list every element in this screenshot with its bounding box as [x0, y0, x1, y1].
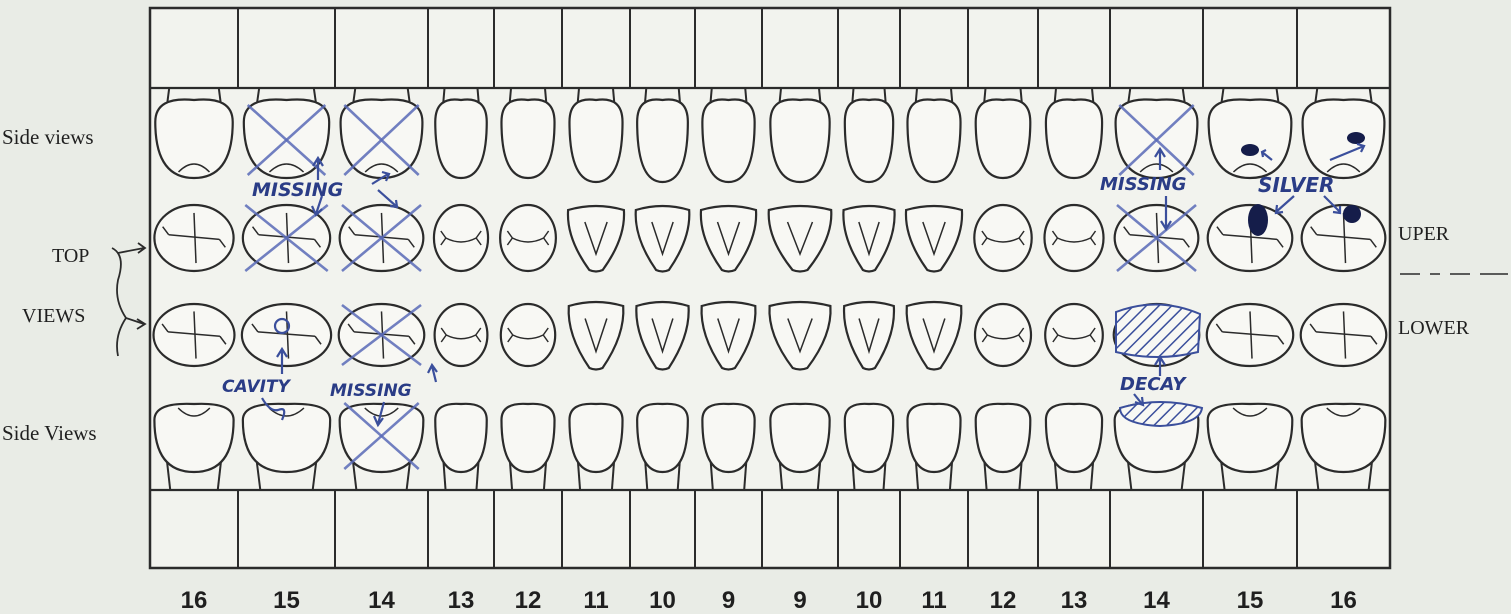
upper-top-tooth: [154, 205, 233, 271]
upper-side-tooth: [244, 88, 329, 178]
tooth-number-row: 16 15 14 13 12 11 10 9 9 10 11 12 13 14 15 16: [181, 587, 1357, 614]
upper-top-tooth: [974, 205, 1031, 271]
label-views: VIEWS: [22, 305, 85, 327]
tooth-number: 11: [583, 587, 608, 614]
upper-side-tooth: [501, 88, 554, 178]
annotation-missing-upper-right: MISSING: [1100, 174, 1186, 195]
upper-side-tooth: [1303, 88, 1385, 178]
lower-top-tooth: [154, 304, 235, 366]
annotation-decay: DECAY: [1120, 374, 1187, 395]
silver-filling: [1241, 144, 1259, 156]
lower-top-tooth: [501, 304, 555, 366]
lower-top-tooth: [1045, 304, 1103, 366]
annotation-missing-upper-left: MISSING: [252, 179, 343, 201]
upper-side-tooth: [1116, 88, 1198, 178]
lower-top-tooth: [975, 304, 1031, 366]
top-views-brace-icon: [112, 248, 126, 356]
tooth-number: 10: [856, 587, 883, 614]
annotation-missing-lower: MISSING: [330, 381, 412, 401]
arrow-right-icon: [126, 318, 145, 329]
decay-hatch-mark: [1116, 304, 1200, 357]
upper-top-tooth: [1044, 205, 1103, 271]
upper-top-tooth: [434, 205, 488, 271]
upper-side-tooth: [1209, 88, 1292, 178]
tooth-number: 11: [921, 587, 946, 614]
upper-side-tooth: [976, 88, 1031, 178]
upper-side-tooth: [569, 88, 622, 182]
arrow-right-icon: [118, 243, 145, 253]
upper-side-tooth: [435, 88, 486, 178]
silver-filling: [1343, 205, 1361, 223]
tooth-number: 13: [448, 587, 475, 614]
upper-top-tooth: [500, 205, 556, 271]
tooth-number: 10: [649, 587, 676, 614]
label-side-views-upper: Side views: [2, 125, 94, 149]
upper-side-tooth: [907, 88, 960, 182]
tooth-number: 12: [990, 587, 1017, 614]
upper-side-tooth: [155, 88, 232, 178]
tooth-number: 14: [368, 587, 395, 614]
upper-side-tooth: [845, 88, 893, 182]
tooth-number: 15: [273, 587, 300, 614]
annotation-silver: SILVER: [1258, 173, 1334, 197]
lower-top-tooth: [435, 304, 488, 366]
tooth-number: 9: [722, 587, 735, 614]
upper-side-tooth: [770, 88, 829, 182]
tooth-number: 14: [1143, 587, 1170, 614]
label-side-views-lower: Side Views: [2, 421, 97, 445]
tooth-number: 12: [515, 587, 542, 614]
label-top: TOP: [52, 245, 89, 267]
tooth-number: 16: [1330, 587, 1357, 614]
tooth-number: 13: [1061, 587, 1088, 614]
tooth-number: 16: [181, 587, 208, 614]
upper-side-tooth: [702, 88, 754, 182]
tooth-number: 15: [1237, 587, 1264, 614]
annotation-cavity: CAVITY: [222, 377, 292, 397]
label-upper: UPER: [1398, 223, 1450, 245]
upper-side-tooth: [1046, 88, 1102, 178]
silver-filling: [1347, 132, 1365, 144]
silver-filling: [1248, 204, 1268, 236]
lower-top-tooth: [1301, 304, 1387, 366]
chart-frame: [150, 8, 1390, 568]
label-lower: LOWER: [1398, 317, 1470, 339]
tooth-number: 9: [793, 587, 806, 614]
upper-side-tooth: [341, 88, 423, 178]
lower-top-tooth: [1207, 304, 1293, 366]
upper-side-tooth: [637, 88, 688, 182]
